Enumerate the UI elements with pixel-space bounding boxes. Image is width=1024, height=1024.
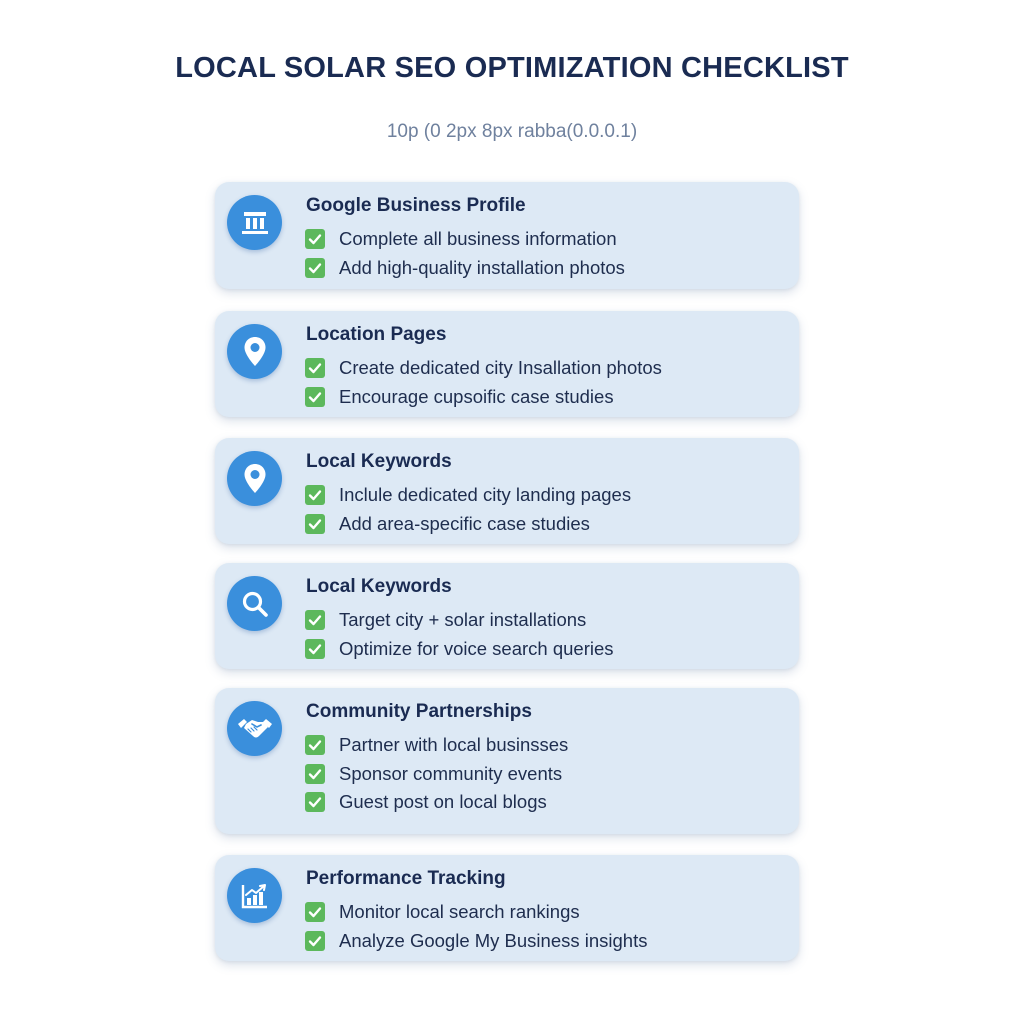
checkbox-checked-icon[interactable] [305,735,325,756]
checklist-item[interactable]: Sponsor community events [305,760,568,789]
checkbox-checked-icon[interactable] [305,513,325,534]
checklist-item[interactable]: Create dedicated city Insallation photos [305,354,662,383]
section-title: Google Business Profile [306,195,526,216]
section-title: Local Keywords [306,451,452,472]
section-title: Community Partnerships [306,701,532,722]
checklist-item[interactable]: Guest post on local blogs [305,788,568,817]
checkbox-checked-icon[interactable] [305,930,325,951]
checklist-item[interactable]: Add area-specific case studies [305,510,631,539]
checklist-item-label: Guest post on local blogs [339,791,547,813]
checklist: Monitor local search rankings Analyze Go… [305,898,647,955]
section-title: Location Pages [306,324,447,345]
checklist-item-label: Complete all business information [339,228,617,250]
checklist-item[interactable]: Add high-quality installation photos [305,254,625,283]
checkbox-checked-icon[interactable] [305,386,325,407]
page-subtitle: 10p (0 2px 8px rabba(0.0.0.1) [386,121,638,142]
checklist: Create dedicated city Insallation photos… [305,354,662,411]
checklist-item[interactable]: Optimize for voice search queries [305,635,614,664]
checkbox-checked-icon[interactable] [305,638,325,659]
search-icon [227,576,282,631]
checkbox-checked-icon[interactable] [305,610,325,631]
section-card-performance-tracking: Performance Tracking Monitor local searc… [215,855,799,961]
page-title: LOCAL SOLAR SEO OPTIMIZATION CHECKLIST [175,52,849,84]
checklist-item-label: Sponsor community events [339,762,563,784]
checklist-item[interactable]: Inclule dedicated city landing pages [305,481,631,510]
map-pin-icon [227,451,282,506]
checklist-item[interactable]: Partner with local businsses [305,731,568,760]
checklist-item-label: Add area-specific case studies [339,512,590,534]
section-card-location-pages: Location Pages Create dedicated city Ins… [215,311,799,417]
section-title: Local Keywords [306,576,452,597]
map-pin-icon [227,324,282,379]
checklist: Complete all business information Add hi… [305,225,625,282]
checklist-item[interactable]: Analyze Google My Business insights [305,927,647,956]
checklist-item[interactable]: Target city + solar installations [305,606,614,635]
checklist: Inclule dedicated city landing pages Add… [305,481,631,538]
checkbox-checked-icon[interactable] [305,229,325,250]
checklist-item-label: Encourage cupsoific case studies [339,385,614,407]
checklist: Partner with local businsses Sponsor com… [305,731,568,817]
checkbox-checked-icon[interactable] [305,763,325,784]
checklist-item-label: Target city + solar installations [339,609,587,631]
checklist-item-label: Optimize for voice search queries [339,637,614,659]
checklist-item-label: Inclule dedicated city landing pages [339,484,632,506]
section-card-google-business-profile: Google Business Profile Complete all bus… [215,182,799,289]
checklist-item-label: Monitor local search rankings [339,901,580,923]
checkbox-checked-icon[interactable] [305,902,325,923]
handshake-icon [227,701,282,756]
checklist-item-label: Add high-quality installation photos [339,256,625,278]
checklist-item[interactable]: Monitor local search rankings [305,898,647,927]
checkbox-checked-icon[interactable] [305,792,325,813]
building-icon [227,195,282,250]
checklist: Target city + solar installations Optimi… [305,606,614,663]
checkbox-checked-icon[interactable] [305,358,325,379]
checklist-item[interactable]: Complete all business information [305,225,625,254]
section-card-local-keywords: Local Keywords Inclule dedicated city la… [215,438,799,544]
checkbox-checked-icon[interactable] [305,257,325,278]
checklist-item-label: Partner with local businsses [339,734,569,756]
chart-icon [227,868,282,923]
section-title: Performance Tracking [306,868,506,889]
checklist-item-label: Analyze Google My Business insights [339,929,648,951]
section-card-community-partnerships: Community Partnerships Partner with loca… [215,688,799,834]
checkbox-checked-icon[interactable] [305,485,325,506]
checklist-item[interactable]: Encourage cupsoific case studies [305,383,662,412]
section-card-local-keywords-search: Local Keywords Target city + solar insta… [215,563,799,669]
checklist-item-label: Create dedicated city Insallation photos [339,357,662,379]
